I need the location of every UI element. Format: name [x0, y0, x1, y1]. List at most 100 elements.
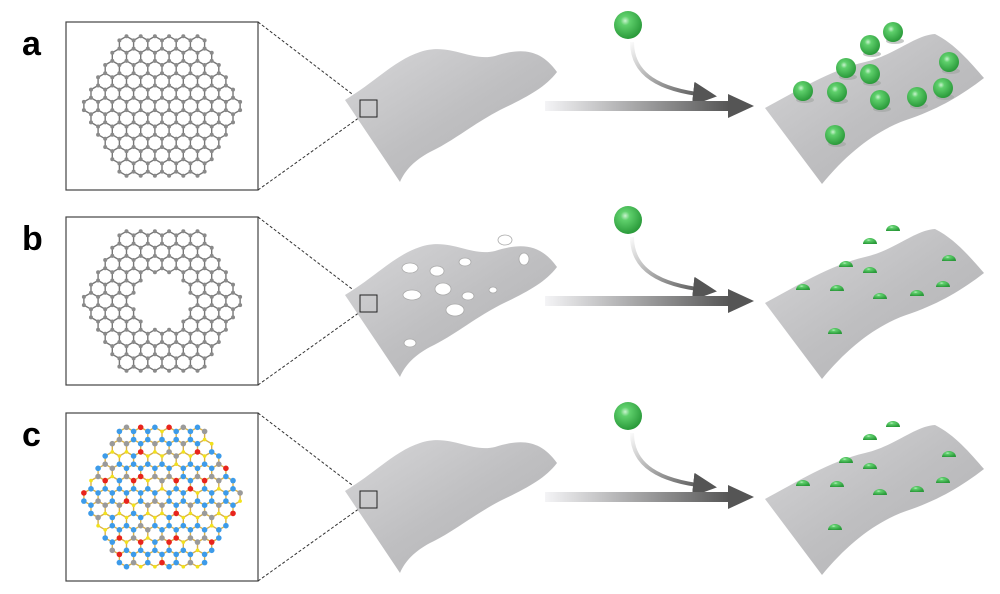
atom [81, 108, 86, 113]
atom [174, 364, 179, 369]
atom [117, 95, 122, 100]
atom [124, 294, 129, 299]
atom [209, 157, 214, 162]
material-sheet [345, 440, 557, 573]
atom [138, 75, 143, 80]
atom [117, 38, 122, 43]
zoom-guide-line [257, 116, 361, 191]
atom [159, 559, 165, 566]
lattice-inset [65, 412, 259, 582]
atom [209, 245, 214, 250]
atom [131, 95, 136, 100]
adsorbed-droplet [796, 480, 810, 486]
atom [188, 145, 193, 149]
atom [188, 95, 193, 100]
atom [117, 46, 122, 51]
atom [167, 58, 172, 63]
atom [138, 50, 143, 55]
atom [137, 539, 144, 545]
atom [96, 75, 101, 80]
atom [152, 149, 157, 154]
atom [223, 99, 228, 104]
atom [223, 75, 228, 80]
atom [131, 87, 136, 92]
adsorbed-droplet [830, 481, 844, 487]
atom [109, 522, 116, 529]
atom [152, 368, 157, 373]
atom [188, 454, 193, 458]
atom [160, 95, 164, 100]
atom [96, 278, 101, 283]
atom [131, 282, 136, 287]
atom [159, 535, 165, 541]
atom [117, 112, 122, 117]
atom [110, 253, 115, 258]
atom [116, 436, 123, 443]
atom [224, 515, 228, 520]
atom [181, 173, 186, 178]
zoom-guide-line [257, 21, 361, 101]
atom [124, 368, 129, 373]
zoom-region-box [359, 99, 378, 118]
atom [188, 120, 193, 125]
atom [130, 461, 137, 467]
atom [167, 270, 172, 275]
atom [131, 112, 136, 117]
process-arrow-shaft [545, 101, 730, 111]
atom [110, 83, 115, 88]
atom [217, 487, 221, 491]
atom [160, 241, 164, 246]
atom [231, 112, 236, 117]
atom [181, 157, 186, 162]
atom [145, 112, 150, 117]
atom [202, 266, 207, 271]
atom [209, 83, 214, 88]
atom [208, 514, 215, 521]
atom [187, 502, 194, 508]
atom [131, 266, 136, 271]
sheet-pore [401, 262, 419, 274]
atom [167, 99, 172, 104]
atom [167, 157, 172, 162]
atom [195, 83, 200, 88]
atom [174, 95, 179, 100]
atom [138, 564, 143, 569]
atom [103, 95, 108, 100]
atom [195, 99, 200, 104]
atom [174, 266, 179, 271]
atom [195, 319, 200, 324]
atom [167, 327, 172, 332]
atom [201, 551, 208, 558]
atom [209, 108, 214, 113]
atom [152, 58, 157, 63]
atom [160, 161, 164, 166]
process-arrow-head [728, 94, 754, 118]
atom [131, 161, 136, 166]
atom [123, 465, 130, 472]
atom [173, 502, 180, 508]
atom [96, 303, 101, 308]
atom [188, 282, 193, 287]
atom [223, 498, 229, 504]
atom [195, 75, 200, 80]
atom [194, 465, 201, 472]
atom [195, 515, 200, 520]
process-arrow-shaft [545, 296, 730, 306]
atom [201, 486, 208, 492]
atom [130, 551, 137, 558]
atom [152, 547, 158, 554]
atom [216, 535, 222, 541]
atom [209, 319, 214, 324]
atom [131, 46, 136, 51]
atom [130, 477, 137, 484]
atom [216, 87, 221, 92]
material-sheet-adsorbed [765, 425, 984, 575]
atom [173, 428, 180, 435]
atom [116, 502, 123, 508]
atom [216, 282, 221, 287]
adsorbed-sphere [825, 125, 845, 145]
atom [138, 245, 143, 250]
atom [223, 319, 228, 324]
atom [180, 490, 187, 496]
atom [180, 522, 187, 529]
